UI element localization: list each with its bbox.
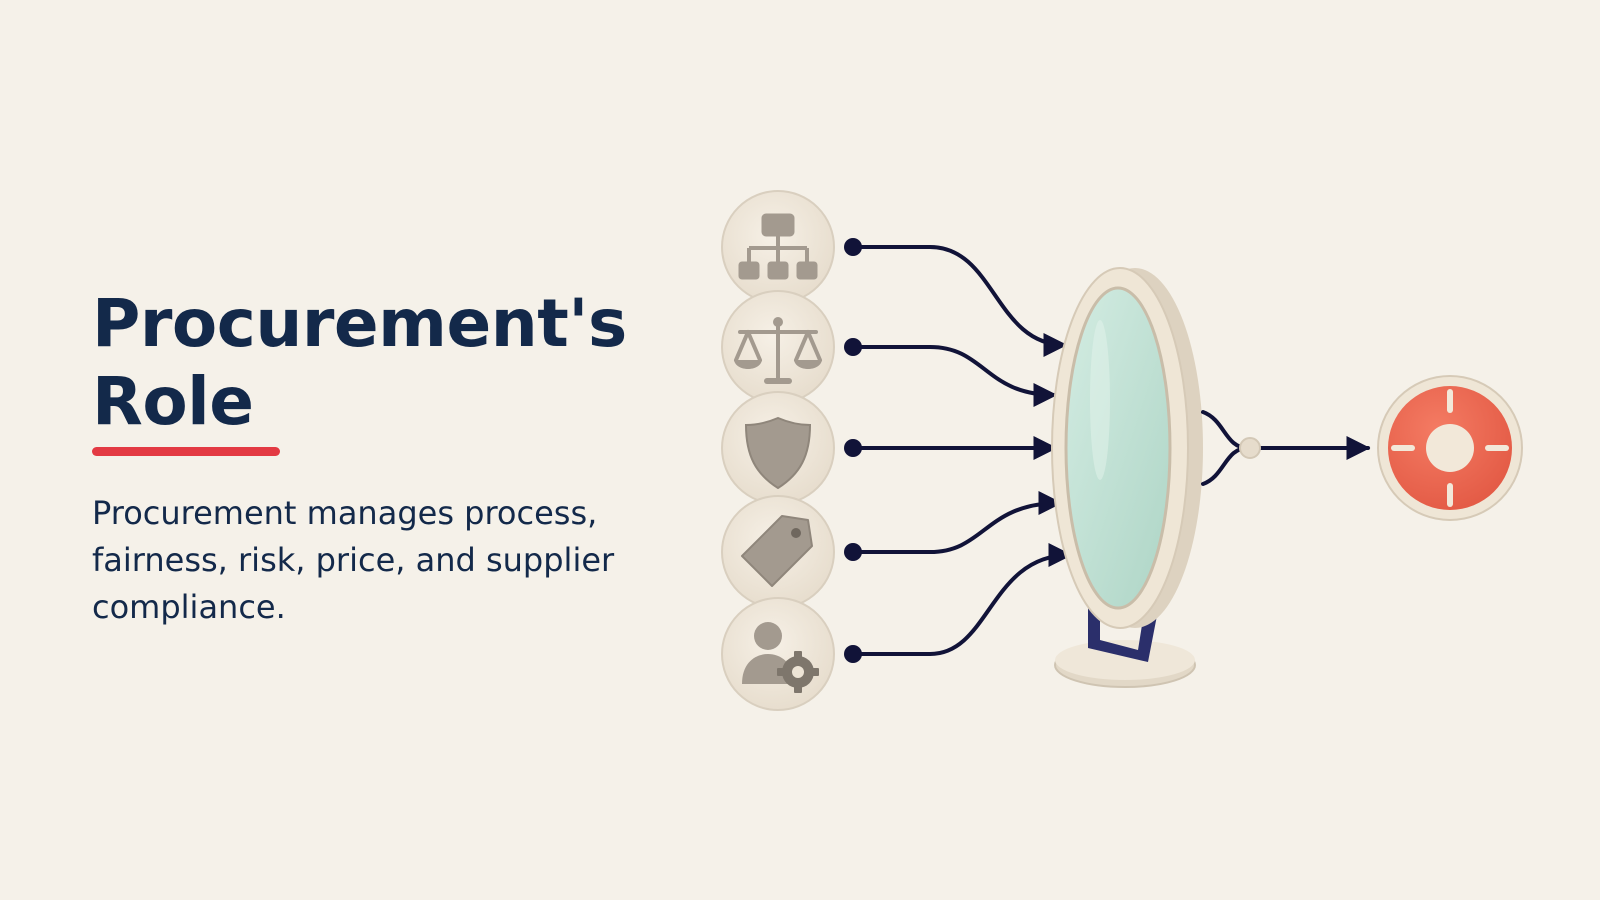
slide-title: Procurement's Role xyxy=(92,285,627,440)
input-connectors xyxy=(851,245,1073,656)
output-connector xyxy=(1201,410,1371,486)
connector-1 xyxy=(851,245,1068,357)
text-block: Procurement's Role Procurement manages p… xyxy=(92,285,652,631)
price-tag-icon xyxy=(721,495,835,609)
input-icons xyxy=(721,190,835,711)
org-chart-icon xyxy=(721,190,835,304)
connector-dots xyxy=(844,238,862,663)
connector-4 xyxy=(851,491,1063,554)
title-underline xyxy=(92,447,280,456)
merge-node xyxy=(1239,437,1261,459)
target-icon xyxy=(1377,375,1523,521)
connector-5 xyxy=(851,543,1073,656)
shield-icon xyxy=(721,391,835,505)
scales-icon xyxy=(721,290,835,404)
user-gear-icon xyxy=(721,597,835,711)
magnifying-lens-icon xyxy=(1051,267,1203,688)
slide-body: Procurement manages process, fairness, r… xyxy=(92,494,615,626)
connector-2 xyxy=(851,345,1058,407)
